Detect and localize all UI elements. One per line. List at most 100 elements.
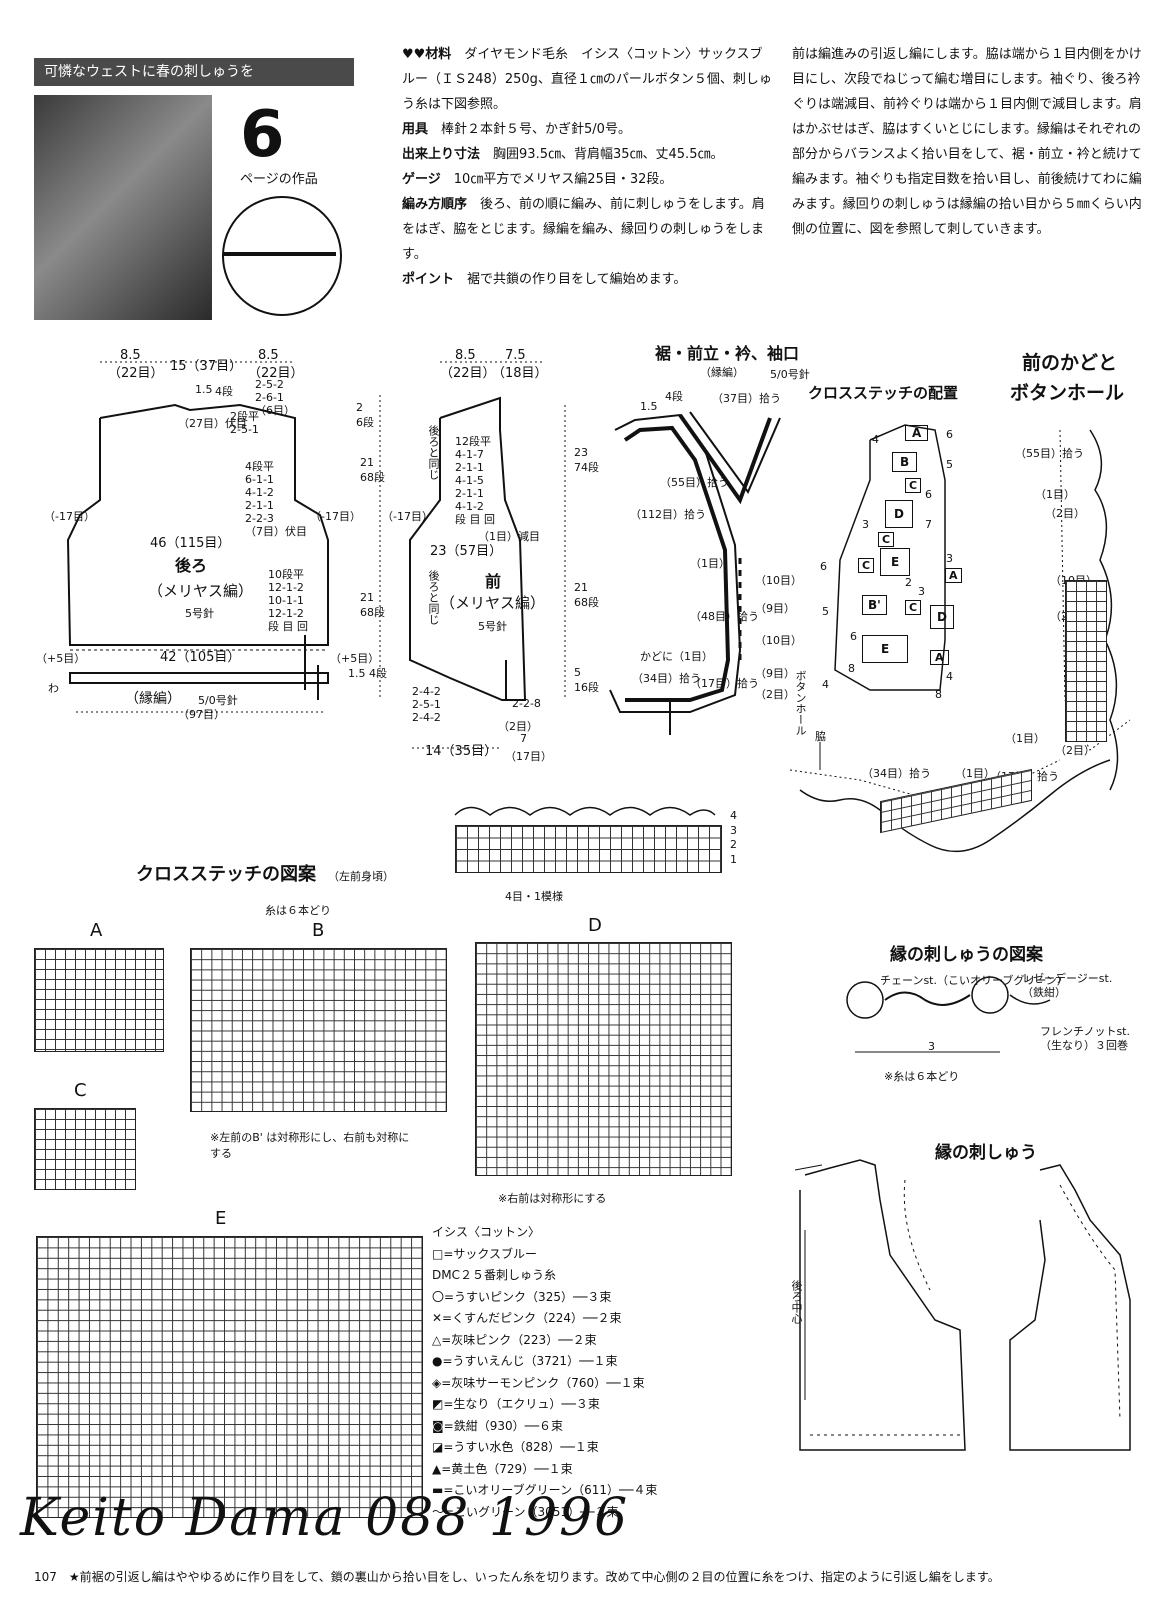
flr-8: 4段 [369, 667, 387, 680]
flr-6: 68段 [360, 606, 385, 619]
corner-l1: （55目）拾う [1015, 447, 1084, 460]
corner-l7: （1目） [1005, 732, 1045, 745]
legend-item: ●=うすいえんじ（3721）──１束 [432, 1354, 618, 1368]
chart-B-label: B [312, 920, 325, 941]
legend-item: ▲=黄土色（729）──１束 [432, 1461, 573, 1476]
fneck-6: 4-1-2 [455, 500, 484, 513]
back-hem-width: 42（105目） [160, 650, 241, 665]
edge-three: 3 [928, 1040, 935, 1053]
instructions-col1: ♥♥材料 ダイヤモンド毛糸 イシス〈コットン〉サックスブルー（ＩＳ248）250… [402, 42, 772, 292]
back-title: 後ろ [175, 556, 208, 575]
corner-l8: （2目） [1055, 744, 1095, 757]
frr-2: 74段 [574, 461, 599, 474]
front-left-rows2: 21 68段 [360, 455, 385, 485]
legend-dmc: DMC２５番刺しゅう糸 [432, 1268, 556, 1282]
layout-n15: 4 [946, 670, 953, 683]
back-bound-off: （27目）伏目 [178, 417, 247, 430]
back-neck-rows: 4段 [215, 385, 233, 398]
edge-lazy: レゼーデージーst.（鉄紺） [1022, 972, 1113, 999]
chart-C-label: C [74, 1080, 87, 1101]
layout-n1: 4 [872, 433, 879, 446]
layout-n12: 6 [850, 630, 857, 643]
layout-n10: 5 [822, 605, 829, 618]
back-dim-right-sub: （22目） [248, 366, 304, 381]
side-inc-2: 12-1-2 [268, 581, 304, 594]
legend-base: □=サックスブルー [432, 1246, 538, 1261]
layout-n14: 4 [822, 678, 829, 691]
front-right-rows3: 5 16段 [574, 665, 599, 695]
signature-watermark: Keito Dama 088 1996 [20, 1488, 630, 1548]
tools-text: 棒針２本針５号、かぎ針5/0号。 [441, 122, 631, 137]
edging-l1: 1.5 [640, 400, 658, 413]
armhole-1: 4段平 [245, 460, 274, 473]
edge-french: フレンチノットst.（生なり）３回巻 [1040, 1025, 1130, 1052]
corner-grid-vertical [1065, 580, 1107, 742]
layout-n13: 8 [848, 662, 855, 675]
edge-chain: チェーンst.（こいオリーブグリーン） [880, 974, 1068, 987]
layout-C4: C [905, 600, 922, 615]
back-neck-dec: 2-5-2 2-6-1 （6目） [255, 378, 295, 417]
photo-caption: 可憐なウェストに春の刺しゅうを [34, 58, 354, 86]
page-number: 107 [34, 1570, 57, 1584]
corner-title-2: ボタンホール [1010, 382, 1125, 404]
side-inc-5: 段 目 回 [268, 620, 308, 633]
fneck-4: 4-1-5 [455, 474, 484, 487]
edging-l14: （17目）拾う [690, 677, 759, 690]
edging-l6: （1目） [690, 557, 730, 570]
order-text: 後ろ、前の順に編み、前に刺しゅうをします。肩をはぎ、脇をとじます。縁編を編み、縁… [402, 197, 765, 262]
front-needle: 5号針 [478, 620, 507, 633]
corner-l2: （1目） [1035, 488, 1075, 501]
back-side-right: （-17目） [310, 510, 361, 523]
front-dim-left-sub: （22目） [440, 366, 496, 381]
materials-label: ♥♥材料 [402, 47, 452, 62]
corner-l9: （34目）拾う [862, 767, 931, 780]
chart-C [34, 1108, 136, 1190]
actual-size-circle [222, 196, 342, 316]
flr-5: 21 [360, 591, 374, 604]
pr-row-3: 3 [730, 823, 737, 837]
chart-B-note: ※左前のB' は対称形にし、右前も対称にする [210, 1131, 410, 1160]
legend-item: ◈=灰味サーモンピンク（760）──１束 [432, 1375, 645, 1390]
back-side-left: （-17目） [44, 510, 95, 523]
armhole-3: 4-1-2 [245, 486, 274, 499]
front-left-rows: 2 6段 [356, 400, 386, 430]
layout-E1: E [880, 548, 911, 576]
edging-subtitle: （縁編） [700, 366, 744, 379]
corner-l10: （1目） [955, 767, 995, 780]
chart-D-note: ※右前は対称形にする [498, 1192, 607, 1205]
shoulder-2: 2-5-1 [230, 423, 259, 436]
back-edge-needle: 5/0号針 [198, 694, 238, 707]
layout-C2: C [878, 532, 895, 547]
back-width: 46（115目） [150, 536, 231, 551]
legend-item: ▬=こいオリーブグリーン（611）──４束 [432, 1483, 658, 1497]
edge-embroidery-title: 縁の刺しゅうの図案 [890, 945, 1043, 965]
cross-stitch-title: クロスステッチの図案 [136, 864, 316, 885]
edging-l4: （55目）拾う [660, 476, 729, 489]
back-plus-left: （+5目） [36, 652, 86, 665]
cross-stitch-thread: 糸は６本どり [265, 904, 331, 917]
layout-n3: 5 [946, 458, 953, 471]
back-center: 後ろ中心 [790, 1280, 803, 1324]
legend-item: ◙=鉄紺（930）──６束 [432, 1418, 564, 1433]
back-side-inc: 10段平 12-1-2 10-1-1 12-1-2 段 目 回 [268, 568, 308, 633]
back-total: （97目） [178, 708, 225, 721]
neck-dec-1: 2-5-2 [255, 378, 284, 391]
back-needle: 5号針 [185, 607, 214, 620]
legend-item: ✕=くすんだピンク（224）──２束 [432, 1311, 622, 1325]
front-width: 23（57目） [430, 544, 503, 559]
materials-text: ダイヤモンド毛糸 イシス〈コットン〉サックスブルー（ＩＳ248）250g、直径１… [402, 47, 772, 112]
layout-B: B [892, 452, 918, 472]
back-dim-left-sub: （22目） [108, 366, 164, 381]
layout-A1: A [905, 425, 929, 441]
edging-l12: （9目） [755, 667, 795, 680]
edging-l3: （37目）拾う [712, 392, 781, 405]
gauge-text: 10㎝平方でメリヤス編25目・32段。 [453, 172, 673, 187]
fsr-2: 2-5-1 [412, 698, 441, 711]
front-same-as-back2: 後ろと同じ [427, 570, 440, 625]
side-inc-4: 12-1-2 [268, 607, 304, 620]
layout-n4: 6 [925, 488, 932, 501]
pr-row-2: 2 [730, 838, 737, 851]
edging-needle: 5/0号針 [770, 368, 810, 381]
actual-size-bar [224, 252, 336, 256]
size-text: 胸囲93.5㎝、背肩幅35㎝、丈45.5㎝。 [493, 147, 724, 162]
